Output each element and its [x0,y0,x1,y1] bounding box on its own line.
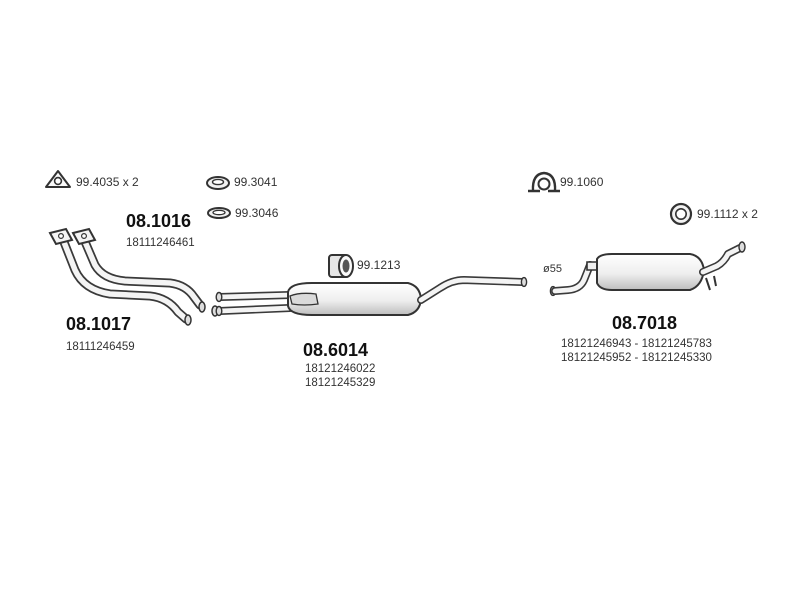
part-number-rear: 08.7018 [612,313,678,333]
clamp-mid-icon [328,254,354,278]
oem-middle-1: 18121246022 [305,363,376,375]
oem-rear-2: 18121245952 - 18121245330 [561,352,712,364]
oem-front-upper: 18111246461 [126,237,195,249]
gasket-ring-a-code: 99.3041 [234,175,278,189]
part-number-front-lower: 08.1017 [66,314,132,334]
rear-silencer [549,241,746,297]
oem-middle-2: 18121245329 [305,377,376,389]
clamp-rear-icon [528,171,560,193]
ring-gasket-b-icon [207,207,231,219]
ring-gasket-a-icon [206,176,230,190]
part-number-middle: 08.6014 [303,340,369,360]
clamp-mid-code: 99.1213 [357,258,401,272]
oem-front-lower: 18111246459 [66,341,135,353]
middle-silencer [215,276,528,317]
triangle-gasket-icon [45,170,71,188]
part-number-front-upper: 08.1016 [126,211,192,231]
oem-rear-1: 18121246943 - 18121245783 [561,338,712,350]
gasket-ring-b-code: 99.3046 [235,206,279,220]
rear-diameter-label: ø55 [543,263,562,275]
ring-rear-code: 99.1112 x 2 [697,207,758,221]
gasket-triangle-code: 99.4035 x 2 [76,175,139,189]
clamp-rear-code: 99.1060 [560,175,604,189]
ring-rear-icon [669,202,693,226]
